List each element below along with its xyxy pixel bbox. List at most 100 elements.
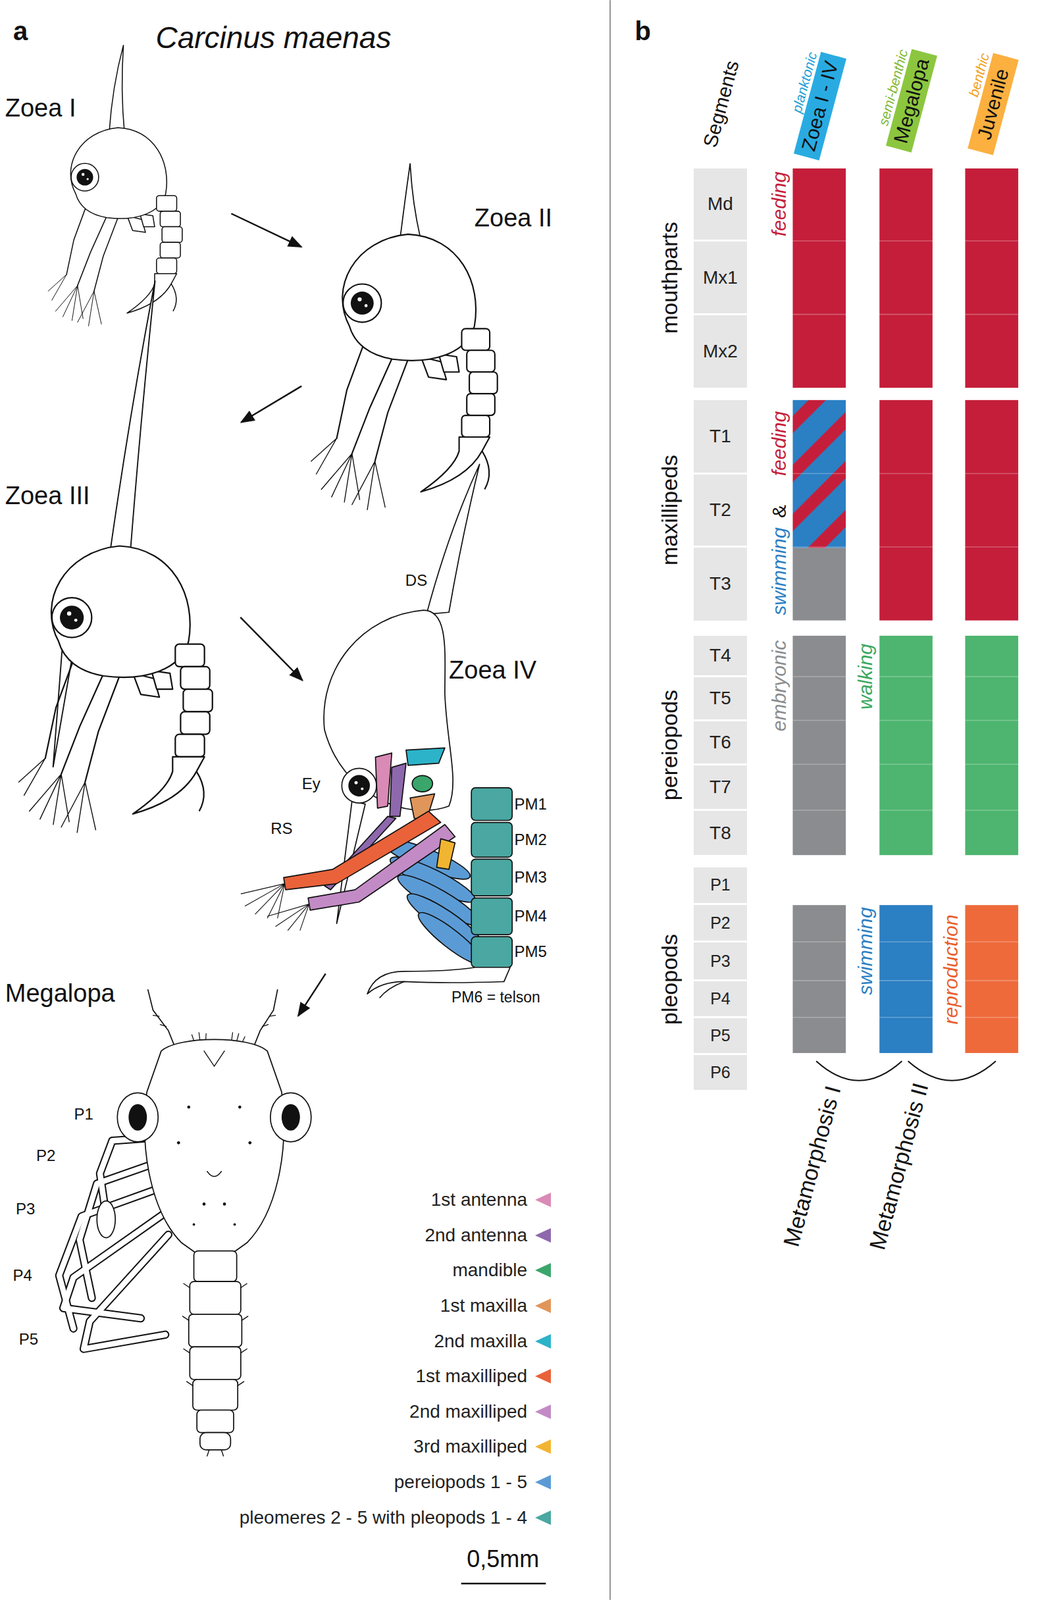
segment-cell: T5 [693, 677, 748, 720]
segment-name: P3 [710, 953, 731, 970]
megalopa-larva [177, 1141, 181, 1145]
legend-row: pleomeres 2 - 5 with pleopods 1 - 4 [239, 1505, 551, 1530]
zoea-larva [379, 981, 405, 998]
legend-swatch [535, 1404, 551, 1419]
leg-label: P2 [36, 1147, 56, 1166]
panel-letter: a [13, 15, 28, 47]
function-label: swimming [768, 527, 792, 615]
megalopa-larva [270, 1092, 312, 1142]
legend-row: mandible [452, 1258, 551, 1283]
function-bar [793, 168, 847, 388]
megalopa-larva [153, 1015, 276, 1027]
segment-name: P5 [710, 1027, 731, 1044]
megalopa-larva [177, 1105, 252, 1226]
segment-name: T3 [709, 574, 732, 593]
megalopa-larva [128, 1103, 147, 1131]
segment-name: P2 [710, 914, 731, 932]
legend-text: pleomeres 2 - 5 with pleopods 1 - 4 [239, 1507, 528, 1529]
legend-text: 2nd maxilla [433, 1330, 528, 1352]
legend-swatch [535, 1368, 551, 1384]
stage-name: Zoea II [474, 204, 553, 233]
megalopa-larva [194, 1251, 237, 1283]
scale-bar [461, 1582, 547, 1585]
legend-row: 2nd antenna [424, 1223, 551, 1248]
group-label: pereiopods [657, 689, 684, 801]
segment-cell: T1 [693, 400, 748, 473]
legend-text: 2nd maxilliped [409, 1401, 528, 1423]
legend-row: pereiopods 1 - 5 [394, 1470, 551, 1495]
metamorphosis-bracket [816, 1060, 902, 1081]
legend-swatch [535, 1228, 551, 1243]
zoea-larva [400, 163, 421, 240]
function-bar [879, 904, 933, 1054]
legend-text: pereiopods 1 - 5 [394, 1471, 528, 1493]
segment-cell: T3 [693, 547, 748, 620]
legend-swatch [535, 1510, 551, 1525]
stage-arrow [298, 973, 326, 1016]
zoea-larva [354, 781, 359, 785]
legend-row: 1st maxilliped [415, 1364, 551, 1389]
segment-name: T8 [709, 824, 732, 843]
megalopa-larva [188, 1314, 243, 1348]
group-label: maxillipeds [657, 454, 684, 566]
megalopa-larva [96, 1201, 116, 1238]
zoea-larva [48, 44, 183, 326]
legend-swatch [535, 1334, 551, 1349]
part-label: PM5 [514, 943, 547, 962]
megalopa-larva [59, 989, 312, 1456]
legend-swatch [535, 1474, 551, 1490]
zoea-larva [240, 883, 310, 931]
megalopa-larva [281, 1103, 301, 1131]
function-label: & [768, 504, 792, 518]
part-label: Ey [302, 774, 321, 794]
zoea-larva [471, 858, 513, 896]
segment-cell: Md [693, 168, 748, 241]
zoea-larva [426, 464, 480, 615]
function-bar [793, 635, 847, 855]
stage-box: Megalopa [10, 1020, 297, 1460]
leg-label: P4 [12, 1266, 32, 1285]
segment-name: Mx2 [702, 342, 738, 361]
segment-cell: T2 [693, 474, 748, 547]
segment-name: P1 [710, 876, 731, 894]
function-label: walking [853, 643, 877, 710]
function-bar [964, 635, 1019, 855]
stage-name: Zoea IV [448, 656, 537, 686]
megalopa-larva [186, 1105, 191, 1109]
legend-swatch [535, 1510, 551, 1525]
legend-swatch [535, 1474, 551, 1490]
segment-cell: P2 [693, 904, 748, 941]
megalopa-larva [192, 1223, 196, 1227]
legend-row: 3rd maxilliped [413, 1434, 551, 1459]
column-heading: Segments [698, 57, 744, 150]
megalopa-larva [117, 1039, 312, 1450]
segment-cell: T7 [693, 765, 748, 810]
megalopa-larva [192, 1379, 238, 1411]
stage-arrow [240, 617, 303, 681]
metamorphosis-bracket [816, 1060, 996, 1081]
function-bar [964, 168, 1019, 388]
legend-swatch [535, 1298, 551, 1314]
zoea-larva [471, 936, 513, 968]
zoea-larva [323, 610, 453, 811]
group-label: pleopods [657, 933, 684, 1025]
megalopa-larva [207, 1171, 222, 1177]
segment-cell: T8 [693, 810, 748, 855]
part-label: PM2 [514, 830, 547, 850]
zoea-larva [109, 44, 125, 133]
zoea-larva [311, 163, 498, 510]
group-label: mouthparts [657, 221, 684, 334]
leg-label: P3 [15, 1199, 35, 1219]
species-name: Carcinus maenas [155, 20, 391, 56]
stage-box: Zoea II [306, 163, 557, 455]
segment-cell: T4 [693, 635, 748, 676]
panel-divider [609, 0, 611, 1600]
stage-box: Zoea I [3, 46, 227, 271]
segment-name: T5 [709, 689, 732, 708]
part-label: RS [270, 819, 293, 838]
zoea-larva [240, 464, 513, 998]
zoea-larva [406, 747, 445, 765]
legend-swatch [535, 1192, 551, 1208]
segment-cell: P5 [693, 1018, 748, 1054]
